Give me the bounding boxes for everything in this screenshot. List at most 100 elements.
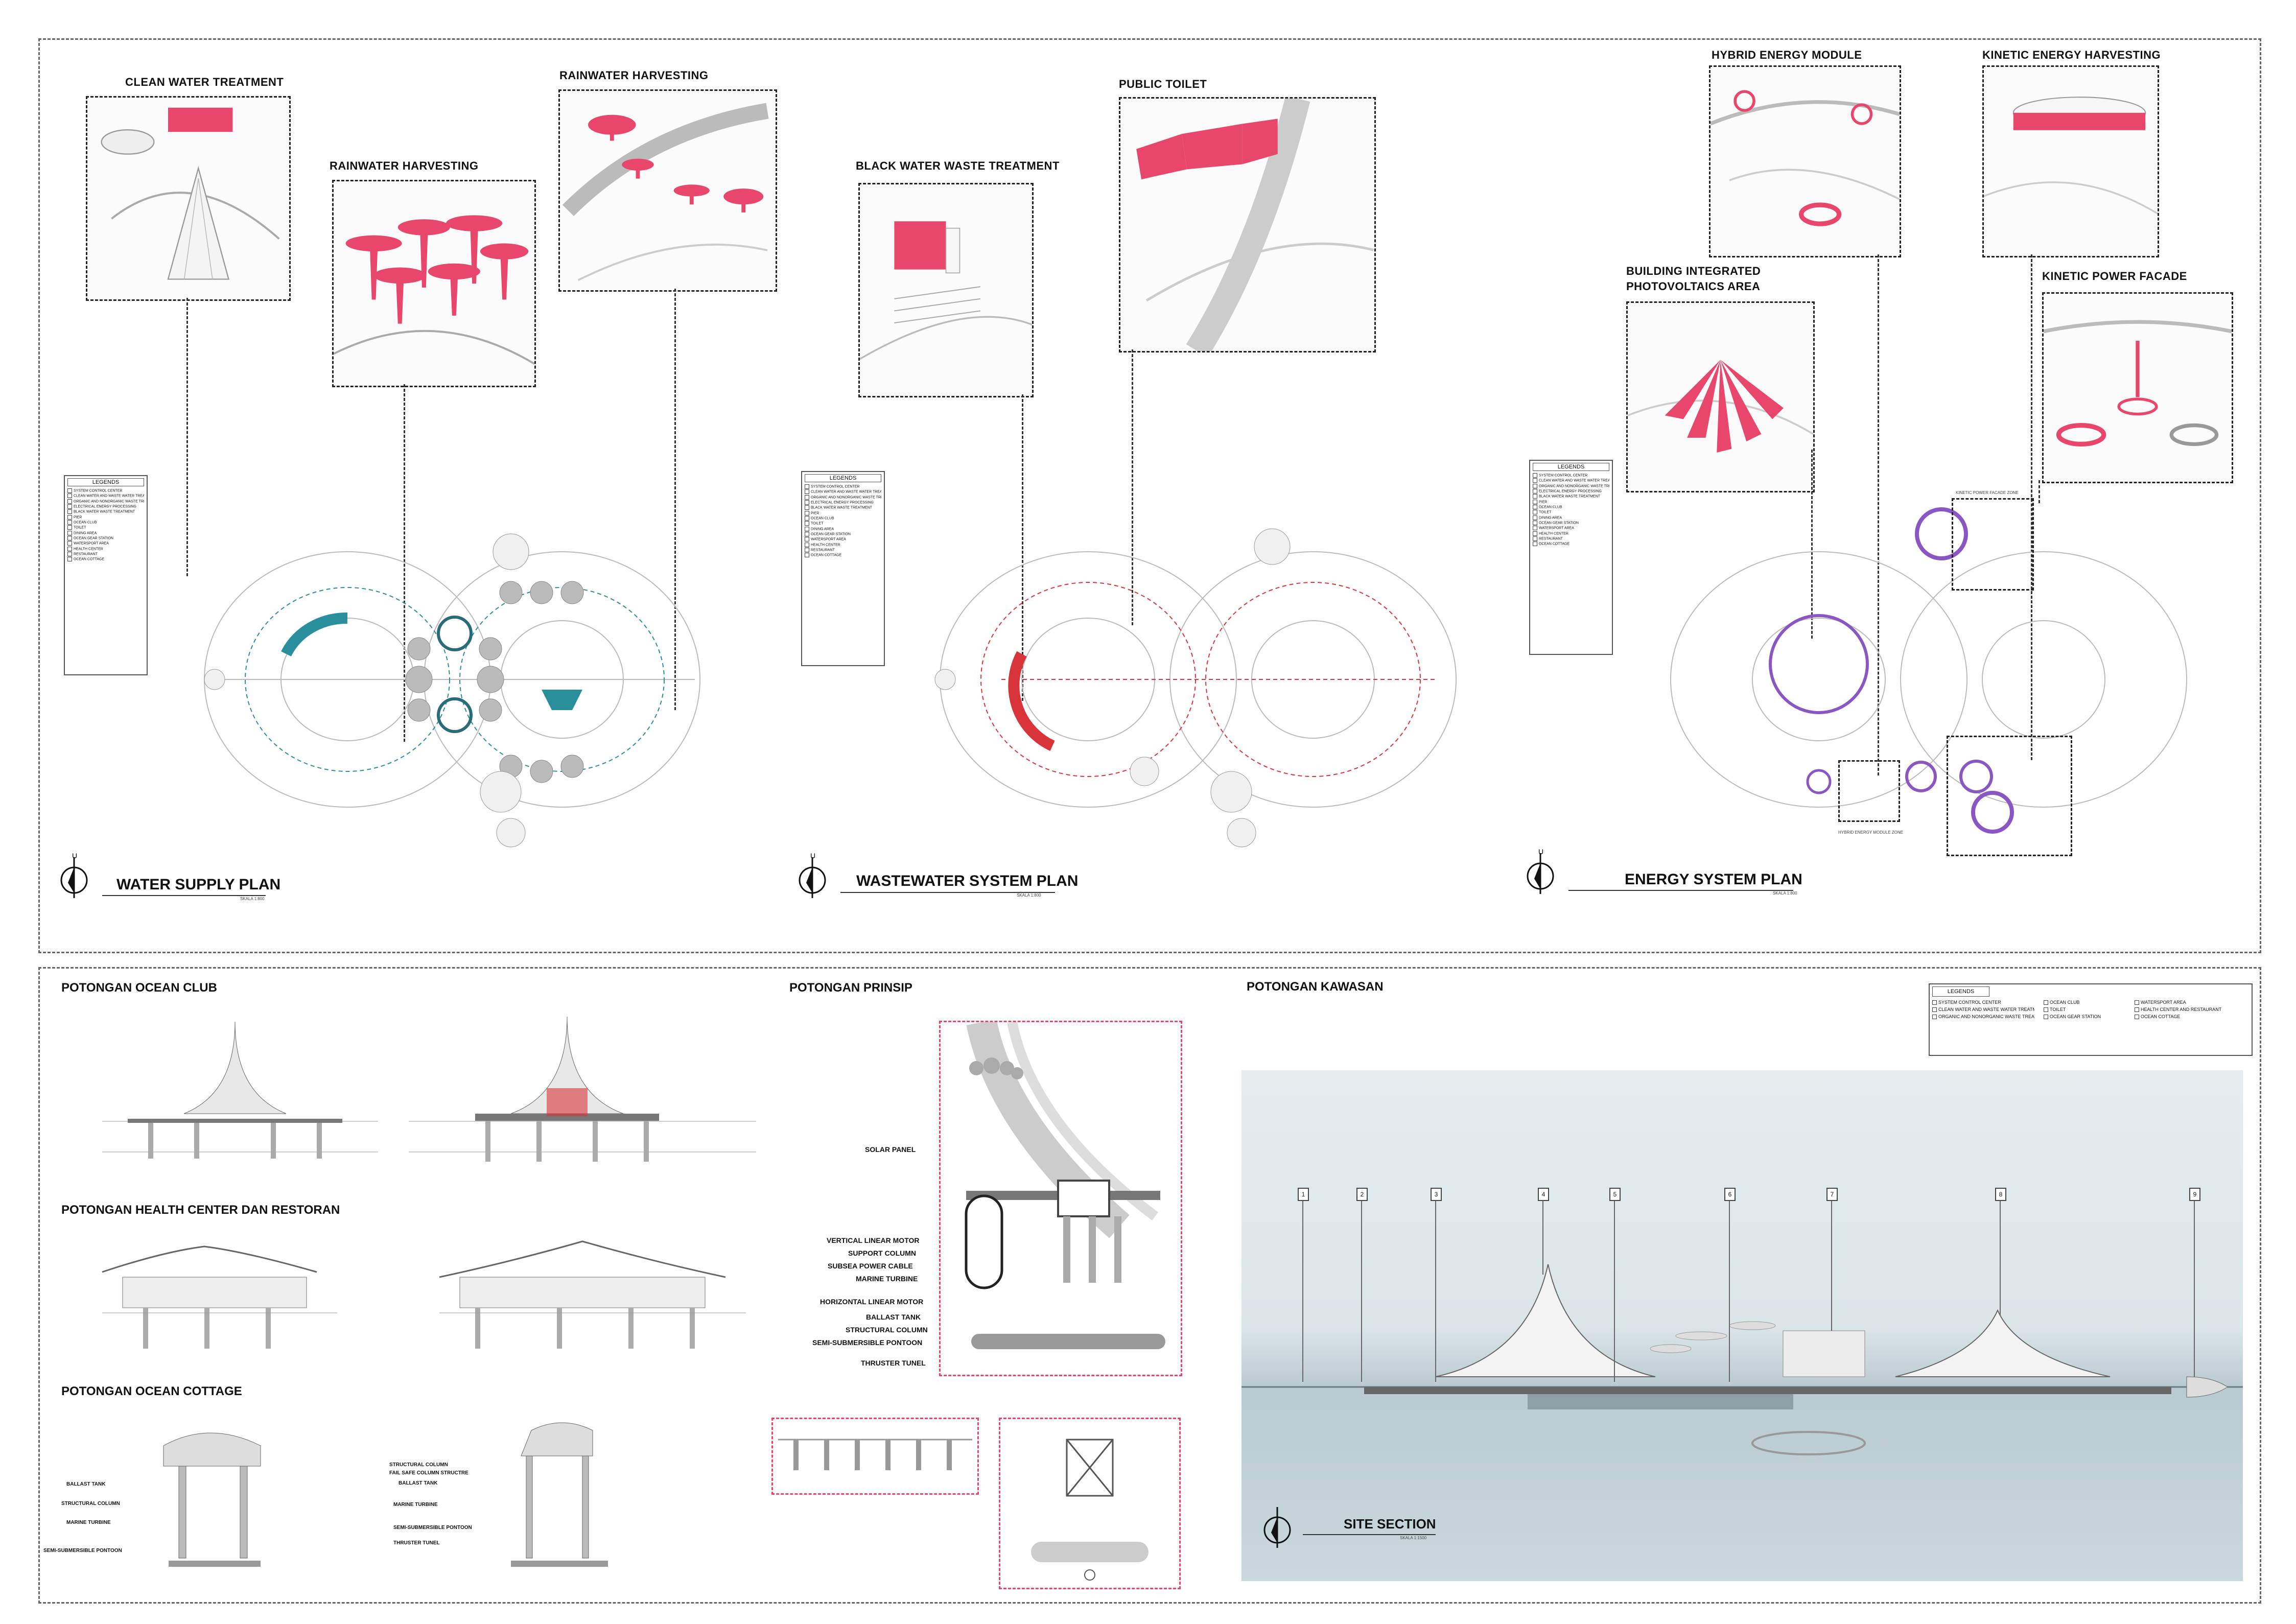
prinsip-main-box	[939, 1021, 1182, 1376]
black-water-inset[interactable]	[858, 183, 1034, 397]
bipv-drawing	[1628, 360, 1813, 453]
legend-item: OCEAN COTTAGE	[2135, 1013, 2237, 1020]
legend-item: ORGANIC AND NONORGANIC WASTE TREATMENT	[1533, 484, 1609, 489]
leader-line	[404, 384, 405, 742]
legend-item: TOILET	[1533, 510, 1609, 515]
north-arrow-icon	[1263, 1507, 1291, 1548]
legend-item: ORGANIC AND NONORGANIC WASTE TREATMENT	[805, 495, 881, 500]
legend-item: TOILET	[2044, 1006, 2125, 1013]
rain1-title: RAINWATER HARVESTING	[330, 159, 479, 172]
legend-item: PIER	[1533, 500, 1609, 505]
legend-item: CLEAN WATER AND WASTE WATER TREATMENT	[67, 493, 144, 499]
prinsip-sub-box-1	[771, 1418, 979, 1495]
svg-text:U: U	[72, 852, 77, 860]
legend-item: DINING AREA	[1533, 515, 1609, 521]
cottage-left-callout: BALLAST TANK	[66, 1481, 106, 1487]
legend-item: ORGANIC AND NONORGANIC WASTE TREATMENT	[67, 499, 144, 504]
health-section-drawing	[102, 1240, 746, 1349]
kinetic-harvest-title: KINETIC ENERGY HARVESTING	[1982, 49, 2161, 61]
legend-item: WATERSPORT AREA	[1533, 526, 1609, 531]
hybrid-inset[interactable]	[1709, 65, 1901, 257]
ocean-club-section-title: POTONGAN OCEAN CLUB	[61, 981, 217, 995]
hybrid-zone-box	[1838, 760, 1900, 822]
plan-title-line	[840, 892, 1055, 893]
legend-item: ORGANIC AND NONORGANIC WASTE TREATMENT	[1932, 1013, 2034, 1020]
legend-item: BLACK WATER WASTE TREATMENT	[805, 505, 881, 510]
public-toilet-inset[interactable]	[1119, 97, 1376, 352]
public-toilet-title: PUBLIC TOILET	[1119, 78, 1207, 90]
prinsip-callout: SEMI-SUBMERSIBLE PONTOON	[812, 1338, 923, 1347]
site-tag: 7	[1826, 1188, 1838, 1201]
leader-line	[1132, 349, 1133, 625]
rain2-inset[interactable]	[558, 89, 777, 292]
legend-item: OCEAN GEAR STATION	[2044, 1013, 2125, 1020]
legend-title: LEGENDS	[1932, 986, 1989, 997]
cottage-left-callout: STRUCTURAL COLUMN	[61, 1501, 120, 1507]
bottom-panel	[38, 967, 2261, 1604]
svg-text:U: U	[810, 852, 815, 860]
cottage-right-callout: THRUSTER TUNEL	[393, 1540, 440, 1546]
legend-item: BLACK WATER WASTE TREATMENT	[67, 509, 144, 514]
clean-water-drawing	[101, 107, 280, 280]
legend-item: CLEAN WATER AND WASTE WATER TREATMENT	[1932, 1006, 2034, 1013]
prinsip-callout: HORIZONTAL LINEAR MOTOR	[820, 1298, 924, 1306]
cottage-right-callout: BALLAST TANK	[399, 1480, 438, 1486]
legend-item: SYSTEM CONTROL CENTER	[1932, 999, 2034, 1006]
north-arrow-icon: U	[799, 852, 826, 898]
rain1-inset[interactable]	[332, 180, 536, 387]
wastewater-plan-drawing	[934, 528, 1457, 848]
cottage-right-callout: SEMI-SUBMERSIBLE PONTOON	[393, 1525, 472, 1531]
legend-item: TOILET	[805, 521, 881, 526]
prinsip-section-title: POTONGAN PRINSIP	[789, 981, 912, 995]
legend-item: PIER	[805, 511, 881, 516]
legend-item: OCEAN GEAR STATION	[805, 532, 881, 537]
prinsip-callout: THRUSTER TUNEL	[861, 1359, 926, 1367]
black-water-title: BLACK WATER WASTE TREATMENT	[856, 159, 1060, 172]
legend-item: WATERSPORT AREA	[67, 541, 144, 546]
prinsip-callout: STRUCTURAL COLUMN	[846, 1326, 928, 1334]
legend-wastewater: LEGENDS SYSTEM CONTROL CENTER CLEAN WATE…	[801, 471, 885, 666]
hybrid-title: HYBRID ENERGY MODULE	[1712, 49, 1862, 61]
site-section-drawing	[1241, 1198, 2243, 1455]
energy-plan-title: ENERGY SYSTEM PLAN	[1625, 871, 1802, 888]
site-tag: 8	[1995, 1188, 2006, 1201]
legend-item: RESTAURANT	[1533, 536, 1609, 542]
clean-water-inset[interactable]	[86, 96, 291, 301]
site-section-scale: SKALA 1:1500	[1400, 1536, 1427, 1540]
prinsip-callout: MARINE TURBINE	[856, 1275, 918, 1283]
site-tag: 3	[1431, 1188, 1442, 1201]
cottage-right-callout: FAIL SAFE COLUMN STRUCTRE	[389, 1470, 468, 1476]
site-legend: LEGENDS SYSTEM CONTROL CENTER CLEAN WATE…	[1929, 983, 2253, 1056]
legend-title: LEGENDS	[805, 474, 881, 482]
leader-line	[1878, 254, 1879, 775]
legend-item: RESTAURANT	[67, 552, 144, 557]
svg-text:U: U	[1538, 848, 1543, 856]
prinsip-callout: SUPPORT COLUMN	[848, 1249, 916, 1257]
prinsip-sub-drawing-2	[1031, 1439, 1149, 1581]
plan-title-line	[1303, 1534, 1436, 1535]
kinetic-harvest-inset[interactable]	[1982, 65, 2159, 257]
bipv-inset[interactable]	[1626, 301, 1815, 492]
legend-item: DINING AREA	[805, 527, 881, 532]
wastewater-plan-scale: SKALA 1:800	[1017, 893, 1041, 898]
legend-item: ELECTRICAL ENERGY PROCESSING	[805, 500, 881, 505]
cottage-left-callout: MARINE TURBINE	[66, 1520, 111, 1525]
kinetic-zone-label: KINETIC POWER FACADE ZONE	[1956, 490, 2019, 495]
prinsip-sub-box-2	[999, 1418, 1181, 1589]
legend-title: LEGENDS	[67, 478, 144, 486]
prinsip-callout: SUBSEA POWER CABLE	[828, 1262, 913, 1270]
prinsip-sub-drawing-1	[778, 1439, 972, 1470]
plan-title-line	[102, 895, 266, 896]
site-tag: 6	[1724, 1188, 1736, 1201]
top-panel	[38, 38, 2261, 953]
cottage-left-callout: SEMI-SUBMERSIBLE PONTOON	[43, 1548, 122, 1554]
legend-item: OCEAN CLUB	[805, 516, 881, 521]
water-supply-plan-scale: SKALA 1:800	[240, 897, 265, 901]
prinsip-callout: BALLAST TANK	[866, 1313, 921, 1321]
legend-title: LEGENDS	[1533, 463, 1609, 471]
legend-item: OCEAN GEAR STATION	[1533, 521, 1609, 526]
kinetic-facade-inset[interactable]	[2042, 292, 2233, 483]
legend-item: ELECTRICAL ENERGY PROCESSING	[67, 504, 144, 509]
prinsip-drawing	[965, 1022, 1165, 1349]
plan-title-line	[1568, 890, 1793, 891]
